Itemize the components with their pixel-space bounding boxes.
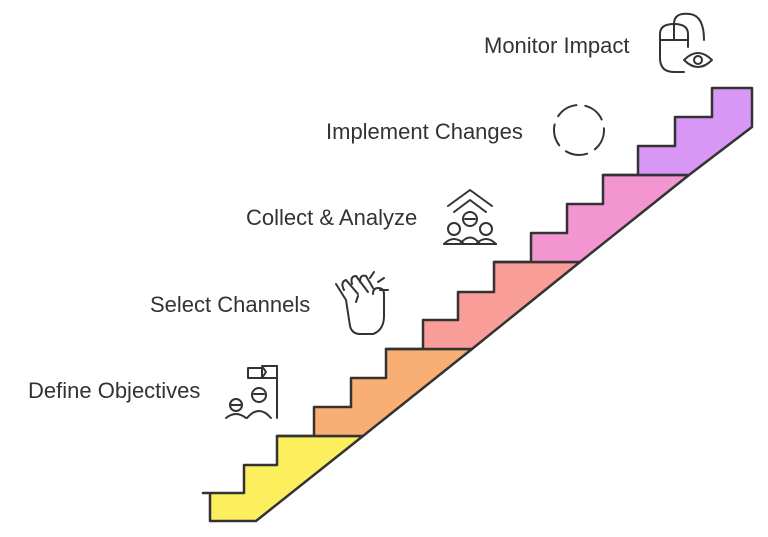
step-label-monitor-impact: Monitor Impact — [484, 33, 630, 58]
step-label-collect-analyze: Collect & Analyze — [246, 205, 417, 230]
group-upload-icon — [443, 189, 497, 245]
staircase — [201, 86, 754, 523]
clapping-hands-icon — [335, 271, 389, 335]
stair-segment-select-channels — [275, 347, 474, 438]
mouse-eye-icon — [659, 12, 713, 73]
step-label-select-channels: Select Channels — [150, 292, 310, 317]
step-label-implement-changes: Implement Changes — [326, 119, 523, 144]
stair-segment-monitor-impact — [601, 86, 754, 177]
dashed-circle-icon — [553, 104, 605, 156]
step-label-define-objectives: Define Objectives — [28, 378, 200, 403]
team-flag-icon — [225, 365, 278, 419]
stair-segment-collect-analyze — [384, 260, 582, 351]
stair-segment-define-objectives — [201, 434, 365, 523]
stair-segment-implement-changes — [492, 173, 691, 264]
